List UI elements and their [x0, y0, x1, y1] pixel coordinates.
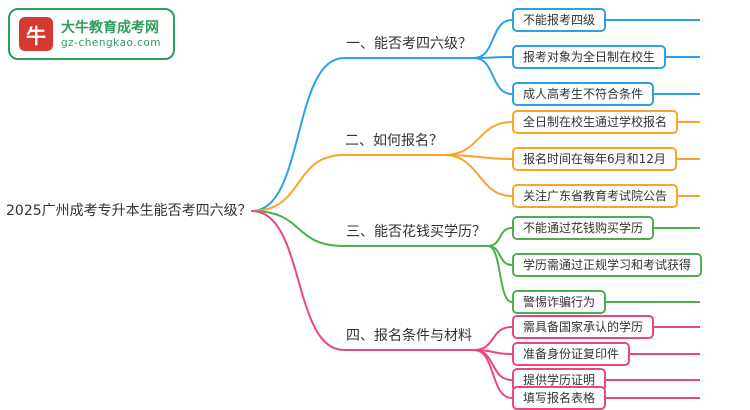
- connector-tail: [654, 227, 700, 229]
- connector-branch-4-child-1: [473, 326, 513, 351]
- site-name: 大牛教育成考网: [61, 19, 159, 36]
- branch-3-connectors: [251, 210, 513, 303]
- branch-3-child-row-2: 学历需通过正规学习和考试获得: [512, 253, 703, 277]
- connector-central-branch-3: [251, 210, 345, 247]
- connector-tail: [666, 56, 700, 58]
- branch-2-child-row-2: 报名时间在每年6月和12月: [512, 147, 700, 171]
- logo-text-block: 大牛教育成考网 gz-chengkao.com: [61, 19, 161, 50]
- site-url: gz-chengkao.com: [61, 36, 162, 49]
- child-node: 需具备国家承认的学历: [512, 315, 655, 339]
- connector-branch-4-child-4: [473, 349, 513, 399]
- branch-1-label: 一、能否考四六级？: [344, 35, 474, 59]
- child-node: 填写报名表格: [512, 386, 607, 410]
- connector-branch-2-child-3: [443, 154, 513, 197]
- branch-4-child-row-1: 需具备国家承认的学历: [512, 315, 700, 339]
- child-node: 不能报考四级: [512, 8, 607, 32]
- branch-4-child-row-4: 填写报名表格: [512, 386, 700, 410]
- connector-branch-2-child-1: [443, 121, 513, 156]
- connector-branch-3-child-3: [487, 245, 513, 303]
- connector-tail: [606, 301, 700, 303]
- child-node: 报考对象为全日制在校生: [512, 45, 667, 69]
- child-node: 报名时间在每年6月和12月: [512, 147, 677, 171]
- branch-4-child-row-2: 准备身份证复印件: [512, 342, 700, 366]
- branch-2-label: 二、如何报名？: [344, 132, 444, 156]
- connector-tail: [678, 121, 700, 123]
- branch-2-connectors: [251, 121, 513, 212]
- site-logo[interactable]: 牛 大牛教育成考网 gz-chengkao.com: [8, 8, 176, 60]
- connector-tail: [630, 353, 700, 355]
- connector-branch-1-child-1: [473, 19, 513, 59]
- connector-tail: [606, 397, 700, 399]
- connector-central-branch-1: [251, 57, 345, 212]
- connector-central-branch-4: [251, 210, 345, 351]
- branch-1-connectors: [251, 19, 513, 212]
- central-topic: 2025广州成考专升本生能否考四六级？: [6, 203, 252, 219]
- connector-branch-1-child-2: [473, 56, 513, 59]
- connector-tail: [654, 326, 700, 328]
- branch-4-connectors: [251, 210, 513, 399]
- child-node: 警惕诈骗行为: [512, 290, 607, 314]
- child-node: 准备身份证复印件: [512, 342, 631, 366]
- branch-1-child-row-2: 报考对象为全日制在校生: [512, 45, 700, 69]
- child-node: 全日制在校生通过学校报名: [512, 110, 679, 134]
- child-node: 关注广东省教育考试院公告: [512, 184, 679, 208]
- child-node: 成人高考生不符合条件: [512, 82, 655, 106]
- branch-1-child-row-1: 不能报考四级: [512, 8, 700, 32]
- connector-tail: [676, 158, 700, 160]
- branch-2-child-row-1: 全日制在校生通过学校报名: [512, 110, 700, 134]
- child-node: 学历需通过正规学习和考试获得: [512, 253, 703, 277]
- branch-3-child-row-3: 警惕诈骗行为: [512, 290, 700, 314]
- connector-branch-1-child-3: [473, 57, 513, 95]
- branch-3-child-row-1: 不能通过花钱购买学历: [512, 216, 700, 240]
- branch-4-label: 四、报名条件与材料: [344, 327, 474, 351]
- connector-central-branch-2: [251, 154, 345, 212]
- connector-tail: [606, 19, 700, 21]
- child-node: 不能通过花钱购买学历: [512, 216, 655, 240]
- connector-tail: [654, 93, 700, 95]
- branch-3-label: 三、能否花钱买学历？: [344, 223, 488, 247]
- branch-2-child-row-3: 关注广东省教育考试院公告: [512, 184, 700, 208]
- bull-icon: 牛: [19, 17, 53, 51]
- branch-1-child-row-3: 成人高考生不符合条件: [512, 82, 700, 106]
- connector-branch-3-child-1: [487, 227, 513, 247]
- connector-tail: [606, 379, 700, 381]
- connector-tail: [678, 195, 700, 197]
